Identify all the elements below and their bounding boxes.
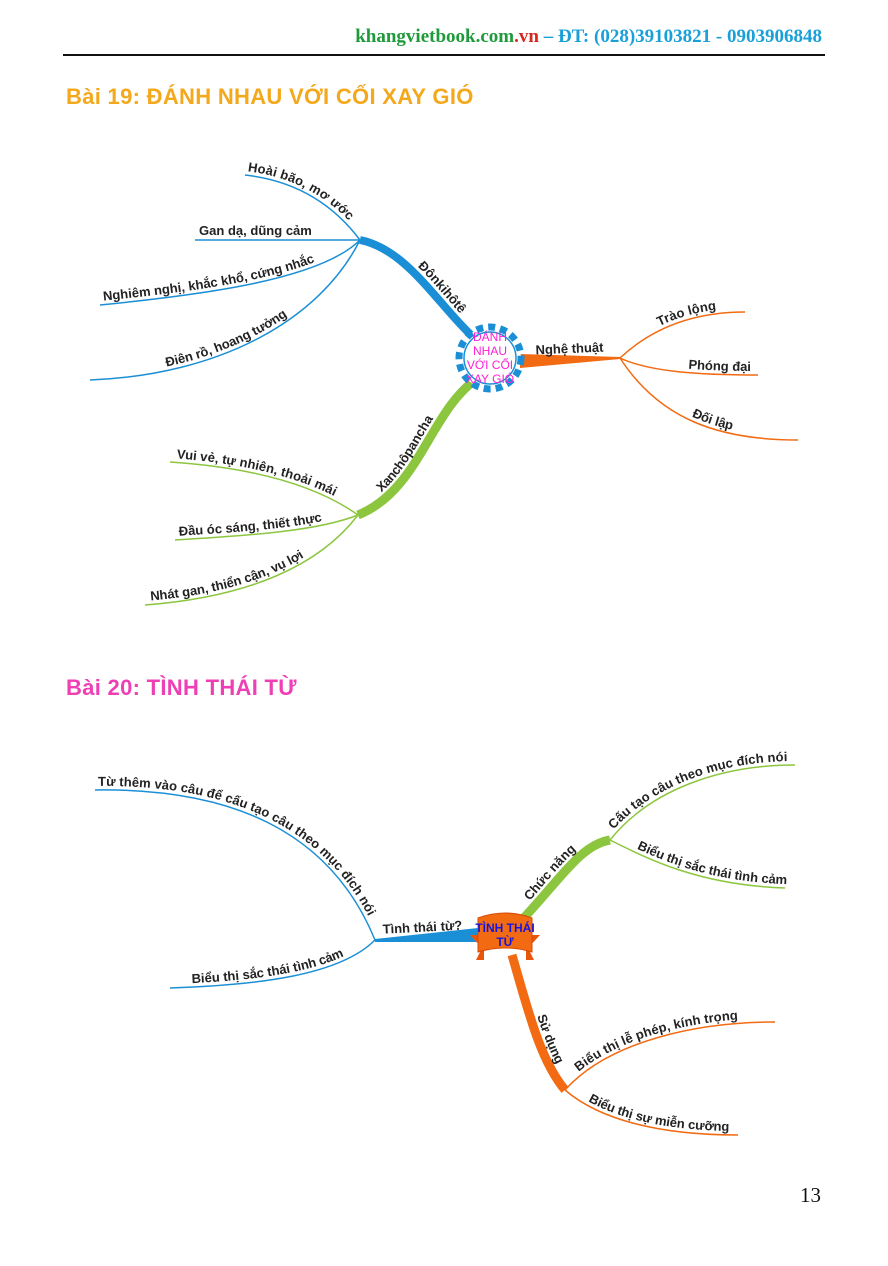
leaf-label: Phóng đại	[688, 357, 751, 374]
svg-text:Phóng đại: Phóng đại	[688, 357, 751, 374]
header-rule	[63, 54, 825, 56]
svg-text:Nghệ thuật: Nghệ thuật	[535, 340, 604, 358]
svg-text:Cấu tạo câu theo mục đích nói: Cấu tạo câu theo mục đích nói	[605, 749, 788, 832]
center-line: ĐÁNH	[473, 329, 507, 344]
center-line: TỪ	[496, 934, 513, 949]
branch-label-nghethuat: Nghệ thuật	[535, 340, 604, 358]
lesson20-title: Bài 20: TÌNH THÁI TỪ	[66, 675, 297, 700]
donkihote-branch	[89, 174, 482, 381]
xanchopancha-branch	[144, 378, 478, 606]
leaf-label: Từ thêm vào câu để cấu tạo câu theo mục …	[98, 774, 379, 918]
center-line: XAY GIÓ	[466, 371, 514, 386]
svg-text:Biểu thị sự miễn cưỡng: Biểu thị sự miễn cưỡng	[587, 1091, 730, 1134]
leaf-label: Gan dạ, dũng cảm	[199, 223, 312, 238]
svg-text:Nghiêm nghị, khắc khổ, cứng nh: Nghiêm nghị, khắc khổ, cứng nhắc	[102, 251, 316, 304]
branch-label-tinhthaitu: Tình thái từ?	[382, 918, 462, 937]
svg-text:Nhát gan, thiển cận, vụ lợi: Nhát gan, thiển cận, vụ lợi	[150, 547, 306, 604]
svg-text:Trào lộng: Trào lộng	[654, 298, 717, 329]
lesson19-center-node: ĐÁNH NHAU VỚI CỐI XAY GIÓ	[455, 323, 525, 393]
svg-text:Từ thêm vào câu để cấu tạo câu: Từ thêm vào câu để cấu tạo câu theo mục …	[98, 774, 379, 918]
center-line: NHAU	[473, 344, 507, 358]
leaf-label: Nhát gan, thiển cận, vụ lợi	[150, 547, 306, 604]
leaf-label: Biểu thị sự miễn cưỡng	[587, 1091, 730, 1134]
header-contact: – ĐT: (028)39103821 - 0903906848	[538, 26, 822, 47]
page-number: 13	[800, 1183, 821, 1207]
page-header: khangvietbook.com.vn – ĐT: (028)39103821…	[355, 26, 822, 48]
leaf-label: Nghiêm nghị, khắc khổ, cứng nhắc	[102, 251, 316, 304]
dinhnghia-branch	[94, 789, 478, 989]
leaf-label: Điên rồ, hoang tưởng	[164, 306, 289, 370]
header-site-suffix: .vn	[514, 26, 539, 47]
center-line: TÌNH THÁI	[475, 920, 534, 935]
svg-text:Gan dạ, dũng cảm: Gan dạ, dũng cảm	[199, 223, 312, 238]
svg-text:Điên rồ, hoang tưởng: Điên rồ, hoang tưởng	[164, 306, 289, 370]
leaf-label: Trào lộng	[654, 298, 717, 329]
center-line: VỚI CỐI	[467, 357, 513, 372]
nghethuat-branch	[520, 311, 799, 441]
lesson20-center-node: TÌNH THÁI TỪ	[470, 912, 540, 960]
svg-text:Tình thái từ?: Tình thái từ?	[382, 918, 462, 937]
leaf-label: Cấu tạo câu theo mục đích nói	[605, 749, 788, 832]
header-site: khangvietbook.com	[355, 26, 515, 47]
lesson19-title: Bài 19: ĐÁNH NHAU VỚI CỐI XAY GIÓ	[66, 84, 474, 109]
